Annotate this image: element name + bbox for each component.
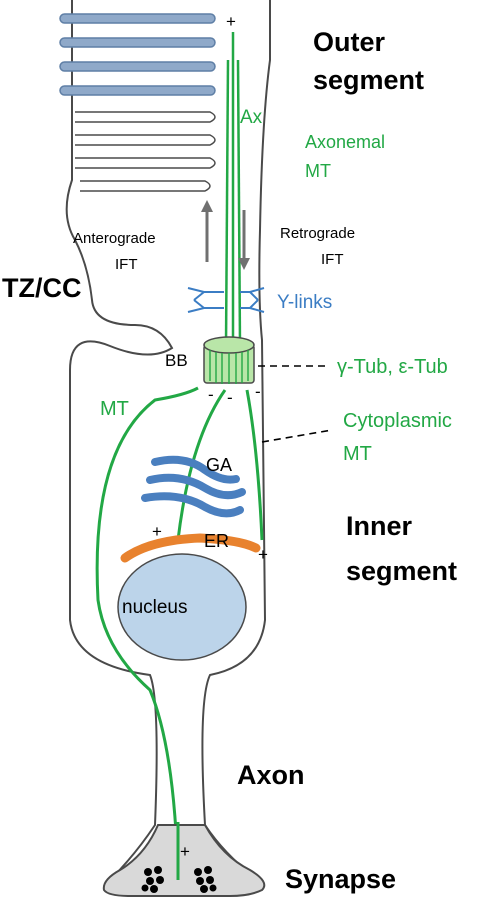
membrane-disc [59,13,216,24]
outer-segment-line1: Outer [313,27,386,57]
axoneme [224,32,242,346]
cytoplasmic-mt-line1: Cytoplasmic [343,410,452,432]
outer-segment-line2: segment [313,65,424,95]
golgi-apparatus [141,455,246,518]
ift-arrows [201,200,250,270]
basal-body [203,336,255,384]
minus-end-left: - [208,385,214,404]
membrane-disc [59,85,216,96]
axonemal-microtubule [236,59,242,346]
plus-end-axoneme: + [226,12,236,31]
minus-end-right: - [255,382,261,401]
cytoplasmic-microtubules [95,386,264,881]
basal-body-top [203,336,255,354]
axon-label: Axon [237,760,305,790]
membrane-fold [80,180,211,192]
membrane-fold [75,157,216,169]
membrane-discs [59,13,216,192]
cytoplasmic-mt-leader [261,429,333,443]
synapse-terminal [102,822,266,897]
ax-label: Ax [240,107,263,128]
retrograde-ift-label: Retrograde IFT [280,225,359,268]
anterograde-ift-label: Anterograde IFT [73,230,160,273]
synapse-label: Synapse [285,864,396,894]
ga-label: GA [206,455,232,475]
cytoplasmic-mt-middle [176,389,227,541]
retrograde-line1: Retrograde [280,225,355,242]
synaptic-vesicles [141,866,217,893]
plus-end-synapse: + [180,842,190,861]
membrane-fold [75,111,216,123]
plus-end-left: + [152,522,162,541]
nucleus-shape [117,553,247,661]
cell-outline [65,0,271,896]
bb-label: BB [165,351,188,370]
membrane-fold [75,134,216,146]
axonemal-mt-label: Axonemal MT [305,132,390,181]
y-links-structure [187,287,265,313]
retrograde-arrowhead [238,258,250,270]
membrane-disc [59,61,216,72]
anterograde-arrowhead [201,200,213,212]
cytoplasmic-mt-right [245,389,264,541]
cytoplasmic-mt-label: Cytoplasmic MT [343,410,457,465]
retrograde-line2: IFT [321,251,344,268]
gamma-tub-label: γ-Tub, ε-Tub [337,356,448,378]
inner-segment-label: Inner segment [346,511,457,586]
minus-end-middle: - [227,388,233,407]
inner-segment-line2: segment [346,556,457,586]
cytoplasmic-mt-long [95,386,199,881]
axonemal-microtubule [224,59,230,346]
nucleus-label: nucleus [122,597,188,618]
synapse-body [102,824,266,897]
anterograde-line1: Anterograde [73,230,156,247]
axonemal-mt-line1: Axonemal [305,132,385,152]
inner-segment-line1: Inner [346,511,413,541]
tz-cc-label: TZ/CC [2,273,81,303]
mt-label: MT [100,398,129,420]
outer-segment-label: Outer segment [313,27,424,95]
y-links-label: Y-links [277,292,332,313]
anterograde-line2: IFT [115,256,138,273]
membrane-disc [59,37,216,48]
axonemal-mt-line2: MT [305,161,331,181]
endoplasmic-reticulum [120,533,261,563]
er-label: ER [204,531,229,551]
plus-end-right: + [258,545,268,564]
cytoplasmic-mt-line2: MT [343,443,372,465]
